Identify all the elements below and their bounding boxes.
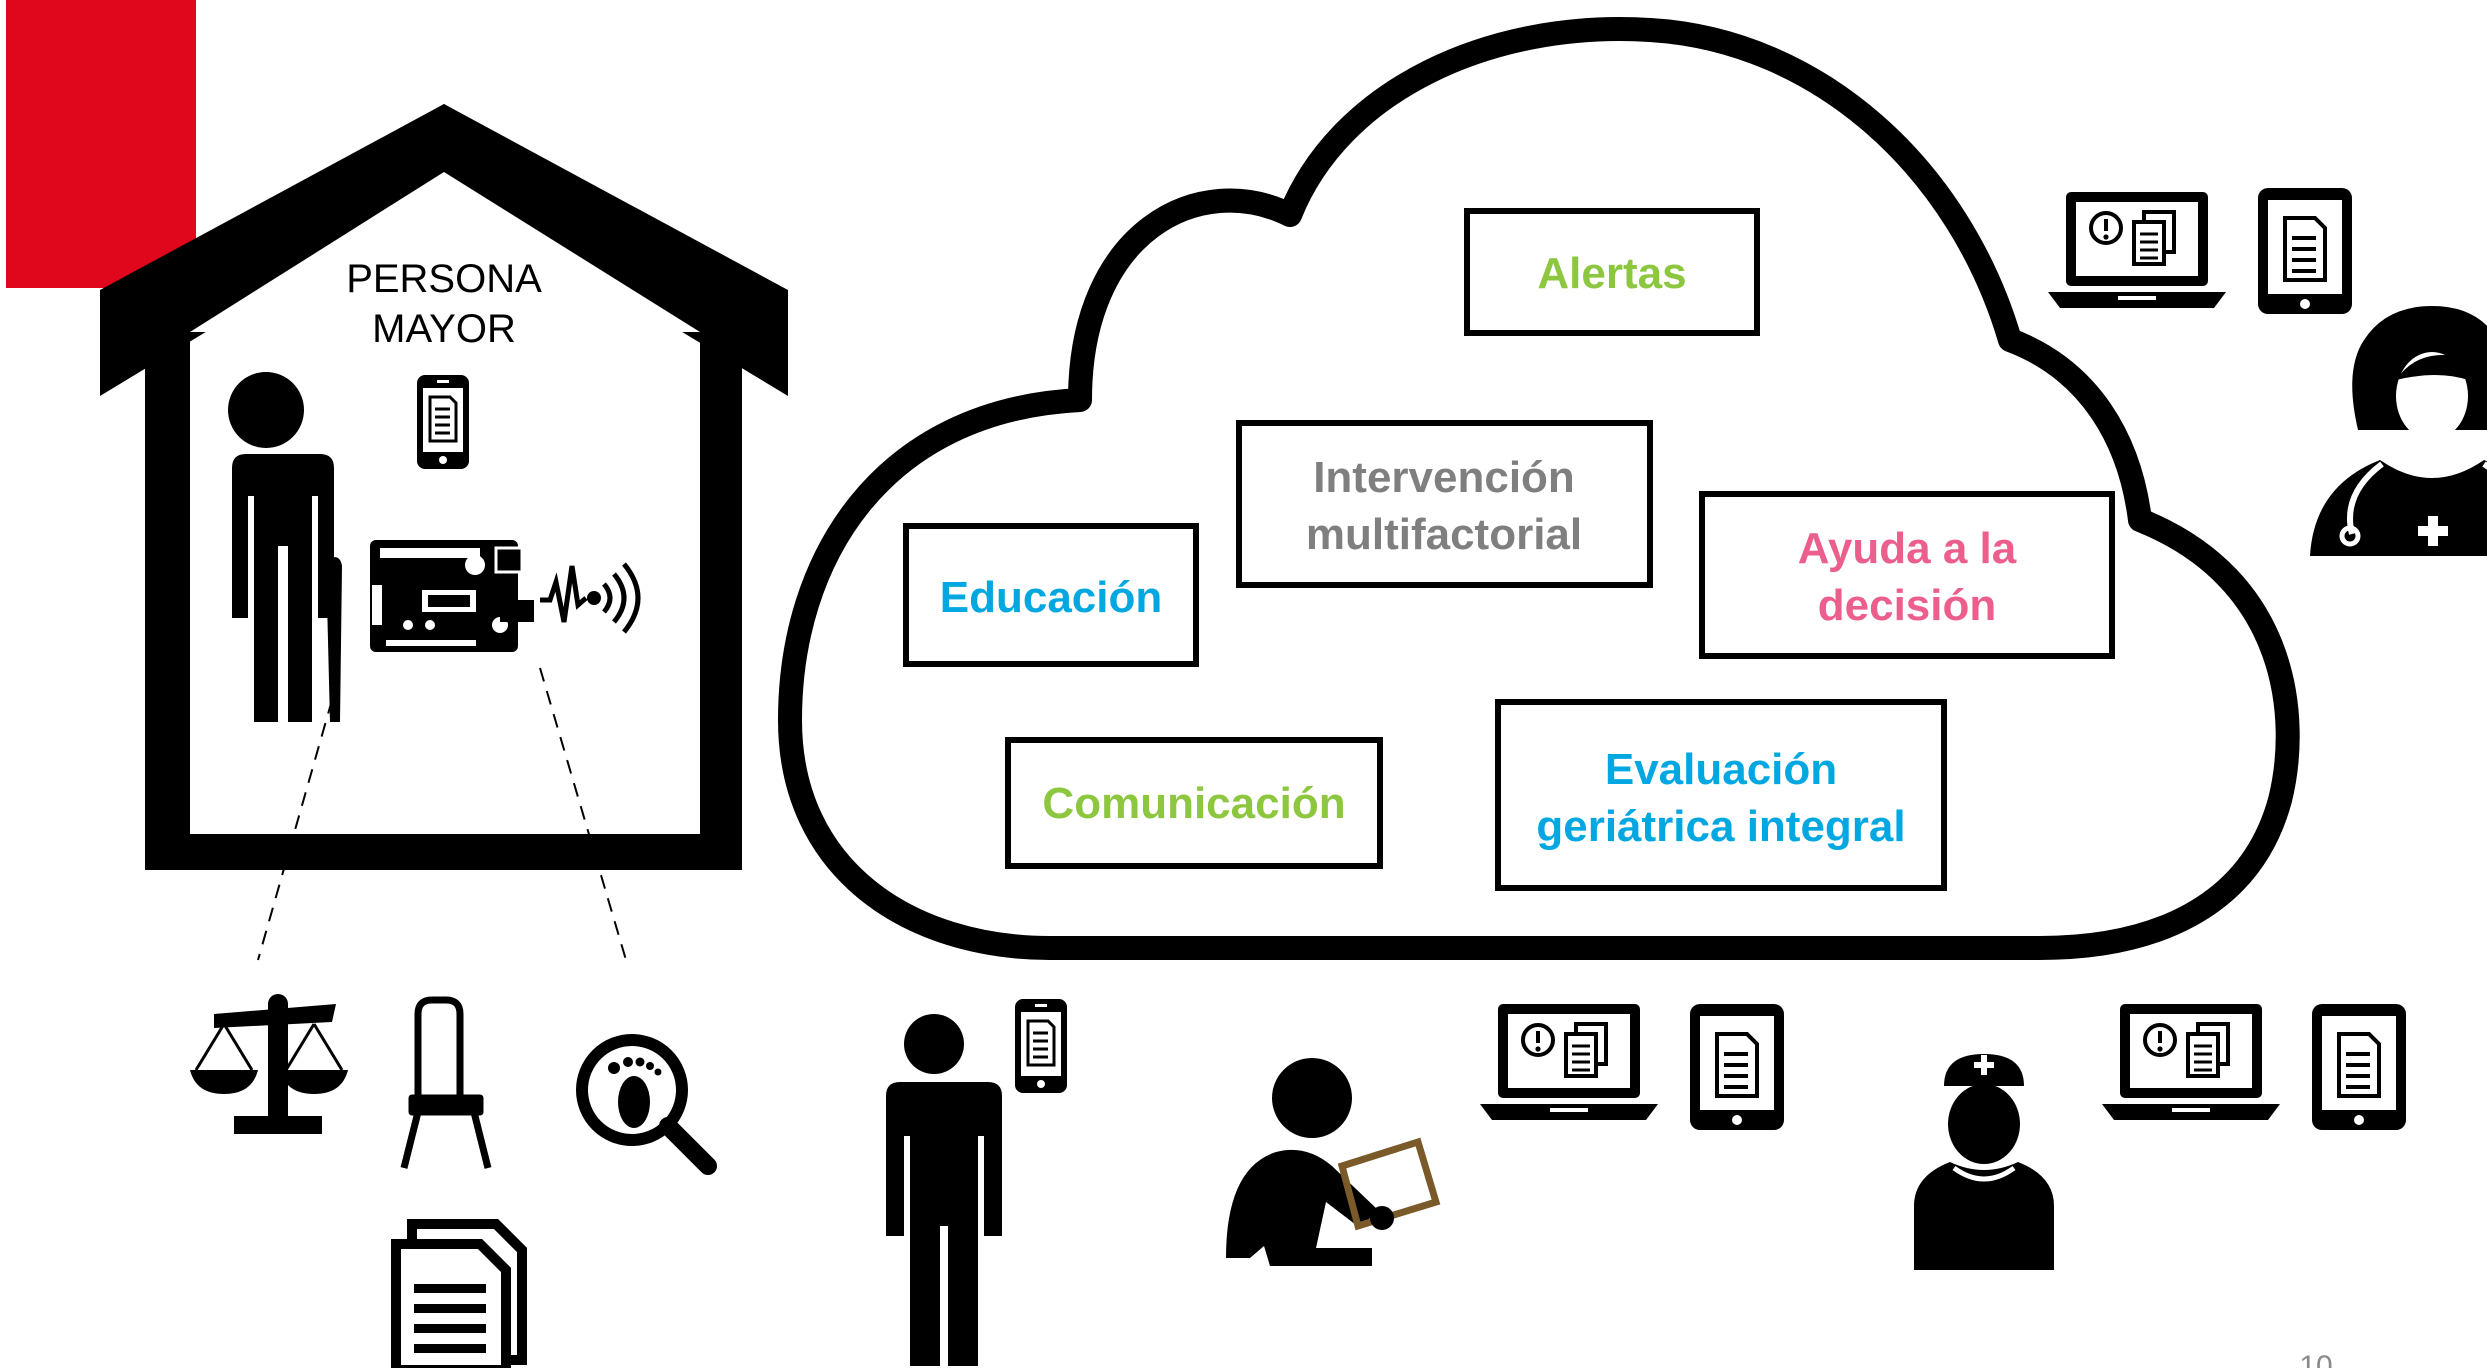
balance-scale-icon	[190, 994, 348, 1134]
box-educacion: Educación	[903, 523, 1199, 667]
elderly-person-with-cane-icon	[212, 372, 342, 722]
tablet-document-icon	[2256, 186, 2354, 316]
tablet-document-icon	[2310, 1002, 2408, 1132]
house-connector-lines	[257, 667, 627, 961]
evaluacion-label-line2: geriátrica integral	[1536, 802, 1905, 851]
evaluacion-label-line1: Evaluación	[1605, 745, 1837, 794]
laptop-alert-icon	[2100, 1002, 2282, 1122]
doctor-icon	[2310, 306, 2487, 556]
box-ayuda: Ayuda a la decisión	[1699, 491, 2115, 659]
ayuda-label-line1: Ayuda a la	[1798, 524, 2017, 573]
intervencion-label-line2: multifactorial	[1306, 510, 1582, 559]
intervencion-label-line1: Intervención	[1313, 453, 1575, 502]
laptop-alert-icon	[1478, 1002, 1660, 1122]
house-icon	[100, 104, 788, 870]
ayuda-label-line2: decisión	[1818, 581, 1997, 630]
box-intervencion: Intervención multifactorial	[1236, 420, 1653, 588]
house-title-line2: MAYOR	[372, 307, 516, 351]
educacion-label: Educación	[940, 573, 1163, 622]
wireless-sensor-icon	[540, 562, 641, 634]
alertas-label: Alertas	[1537, 249, 1686, 298]
microcontroller-board-icon	[370, 540, 534, 652]
person-writing-icon	[1226, 1058, 1441, 1266]
box-evaluacion: Evaluación geriátrica integral	[1495, 699, 1947, 891]
smartphone-document-icon	[1013, 997, 1069, 1095]
chair-icon	[400, 996, 492, 1169]
nurse-icon	[1914, 1054, 2054, 1270]
comunicacion-label: Comunicación	[1042, 779, 1345, 828]
box-comunicacion: Comunicación	[1005, 737, 1383, 869]
documents-icon	[391, 1219, 527, 1368]
footprint-magnifier-icon	[576, 1034, 717, 1175]
red-accent-block	[6, 0, 196, 288]
laptop-alert-icon	[2046, 190, 2228, 310]
tablet-document-icon	[1688, 1002, 1786, 1132]
smartphone-document-icon	[415, 373, 471, 471]
box-alertas: Alertas	[1464, 208, 1760, 336]
house-title-line1: PERSONA	[346, 257, 542, 301]
page-number: 10	[2299, 1350, 2332, 1368]
person-icon	[880, 1014, 1002, 1366]
